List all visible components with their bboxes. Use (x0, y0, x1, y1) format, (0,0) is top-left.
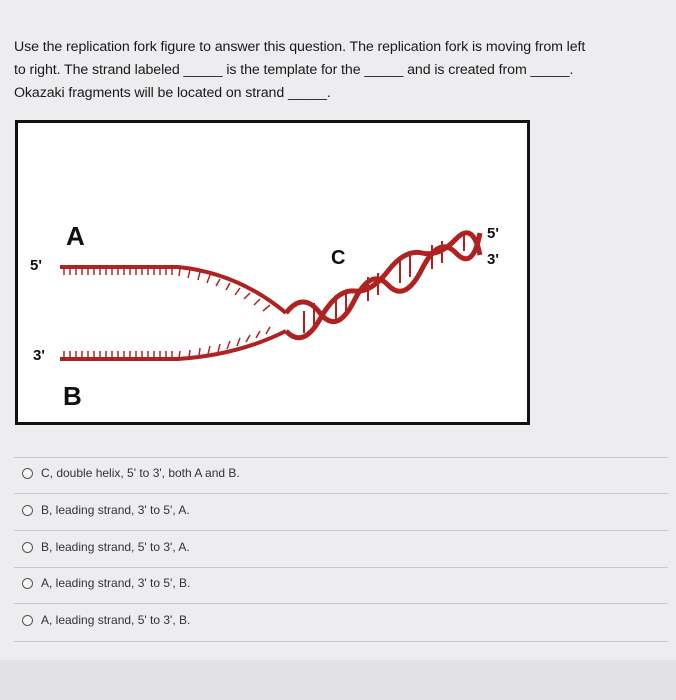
option-divider (14, 603, 668, 604)
strand-b-ticks (63, 326, 271, 359)
replication-fork-diagram (60, 230, 483, 361)
strand-a-ticks (63, 267, 271, 312)
option-5[interactable]: A, leading strand, 5' to 3', B. (22, 610, 190, 630)
option-divider (14, 567, 668, 568)
option-3-label: B, leading strand, 5' to 3', A. (41, 540, 190, 554)
option-3[interactable]: B, leading strand, 5' to 3', A. (22, 537, 190, 557)
strand-b (60, 329, 287, 361)
label-helix-c: C (331, 247, 346, 269)
helix-strand-2 (284, 230, 483, 341)
label-3-prime-right: 3' (487, 251, 499, 268)
label-strand-b: B (63, 381, 82, 411)
replication-fork-figure: A 5' 3' B C 5' 3' (15, 120, 530, 425)
option-4[interactable]: A, leading strand, 3' to 5', B. (22, 573, 190, 593)
radio-icon[interactable] (22, 541, 33, 553)
radio-icon[interactable] (22, 504, 33, 516)
radio-icon[interactable] (22, 577, 33, 589)
question-line-1: Use the replication fork figure to answe… (14, 39, 586, 55)
double-helix (284, 230, 483, 341)
strand-a (60, 265, 288, 315)
option-divider (14, 493, 668, 494)
option-divider (14, 641, 668, 642)
bottom-bar (0, 660, 676, 700)
radio-icon[interactable] (22, 614, 33, 626)
question-line-2: to right. The strand labeled _____ is th… (14, 62, 574, 78)
label-3-prime-left: 3' (33, 347, 45, 364)
question-line-3: Okazaki fragments will be located on str… (14, 85, 331, 101)
label-strand-a: A (66, 221, 85, 251)
option-divider (14, 530, 668, 531)
option-5-label: A, leading strand, 5' to 3', B. (41, 613, 191, 627)
radio-icon[interactable] (22, 467, 33, 479)
question-text: Use the replication fork figure to answe… (14, 36, 668, 105)
option-divider (14, 457, 668, 458)
option-4-label: A, leading strand, 3' to 5', B. (41, 576, 191, 590)
option-2[interactable]: B, leading strand, 3' to 5', A. (22, 500, 190, 520)
label-5-prime-left: 5' (30, 257, 42, 274)
option-1-label: C, double helix, 5' to 3', both A and B. (41, 466, 240, 480)
helix-strand-1 (284, 232, 483, 325)
label-5-prime-right: 5' (487, 225, 499, 242)
option-1[interactable]: C, double helix, 5' to 3', both A and B. (22, 463, 240, 483)
option-2-label: B, leading strand, 3' to 5', A. (41, 503, 190, 517)
